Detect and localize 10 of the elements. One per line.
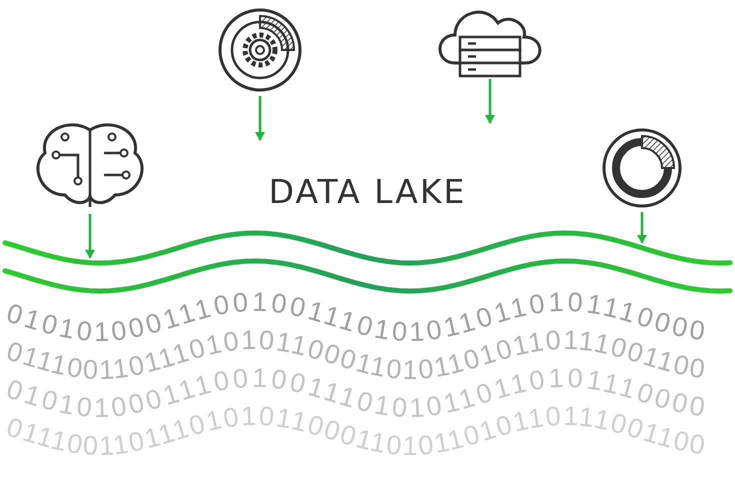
arrow (85, 214, 95, 259)
gear-chart-icon (218, 8, 302, 92)
arrow (255, 96, 265, 141)
cloud-server-icon (438, 10, 542, 78)
wave-band (2, 230, 732, 294)
brain-icon (36, 123, 144, 208)
arrow (637, 212, 647, 244)
arrow (485, 79, 495, 124)
donut-chart-icon (602, 128, 682, 208)
title: DATA LAKE (268, 172, 466, 211)
